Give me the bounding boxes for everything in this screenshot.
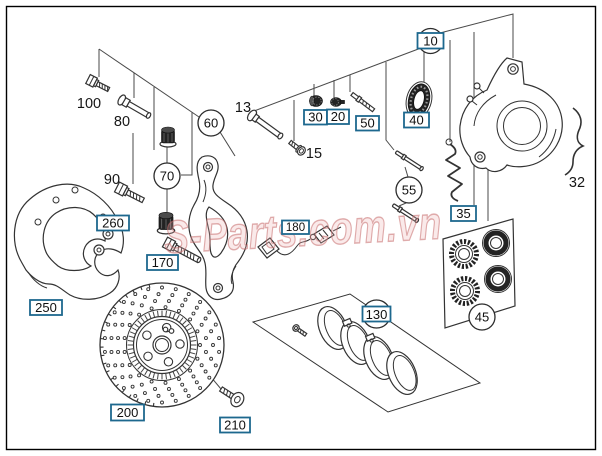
label-13: 13 xyxy=(235,100,251,116)
svg-text:35: 35 xyxy=(456,206,470,221)
seal-kit-45 xyxy=(442,218,516,329)
svg-text:55: 55 xyxy=(402,183,416,198)
svg-text:70: 70 xyxy=(160,169,174,184)
label-70[interactable]: 70 xyxy=(153,162,181,190)
cap-30 xyxy=(309,95,323,107)
wear-sensor-180 xyxy=(257,225,342,259)
label-55[interactable]: 55 xyxy=(395,176,423,204)
label-130[interactable]: 130 xyxy=(361,299,392,329)
label-40[interactable]: 40 xyxy=(403,111,430,129)
label-100: 100 xyxy=(77,96,101,112)
pad-screw xyxy=(292,324,308,338)
label-32: 32 xyxy=(569,175,585,191)
labels-layer: 100 80 90 13 15 32 30 20 50 40 35 260 25… xyxy=(29,27,585,434)
svg-text:20: 20 xyxy=(331,109,345,124)
svg-text:180: 180 xyxy=(286,222,305,234)
bolt-100 xyxy=(84,73,111,93)
pin-55-lower xyxy=(391,203,420,224)
guide-pin-13 xyxy=(246,109,284,140)
label-200[interactable]: 200 xyxy=(110,403,145,422)
seal-ring-40 xyxy=(405,81,433,119)
label-20[interactable]: 20 xyxy=(326,108,350,125)
bolt-170 xyxy=(161,236,202,264)
svg-text:50: 50 xyxy=(360,116,374,131)
splash-shield-250 xyxy=(13,183,124,300)
pin-50 xyxy=(350,91,376,113)
svg-text:170: 170 xyxy=(152,255,174,270)
disc-screw-hole xyxy=(168,328,175,334)
svg-text:210: 210 xyxy=(224,418,246,433)
bushing-70-lower xyxy=(156,211,176,235)
bushing-70-upper xyxy=(159,126,177,148)
label-15: 15 xyxy=(306,146,322,162)
svg-text:260: 260 xyxy=(102,216,124,231)
label-90: 90 xyxy=(104,172,120,188)
label-30[interactable]: 30 xyxy=(303,109,328,126)
caliper-bracket-60 xyxy=(188,155,249,301)
label-260[interactable]: 260 xyxy=(96,214,130,232)
label-10[interactable]: 10 xyxy=(416,27,445,55)
svg-text:30: 30 xyxy=(308,110,322,125)
brake-caliper-housing xyxy=(459,57,563,173)
disc-set-screw-210 xyxy=(218,386,245,408)
label-80: 80 xyxy=(114,114,130,130)
label-170[interactable]: 170 xyxy=(146,254,179,271)
brake-disc-200 xyxy=(99,282,225,408)
label-250[interactable]: 250 xyxy=(29,299,63,316)
label-35[interactable]: 35 xyxy=(450,205,477,222)
cap-20 xyxy=(330,97,345,107)
retaining-spring-35 xyxy=(445,138,463,202)
caliper-brace-32 xyxy=(564,107,585,176)
label-60[interactable]: 60 xyxy=(197,109,225,137)
label-210[interactable]: 210 xyxy=(219,416,251,434)
bolt-90 xyxy=(113,181,146,204)
label-50[interactable]: 50 xyxy=(355,115,380,132)
disc-screw-hole xyxy=(162,326,169,333)
svg-text:45: 45 xyxy=(475,310,489,325)
svg-text:40: 40 xyxy=(409,113,423,128)
pin-55-upper xyxy=(394,150,424,172)
guide-pin-80 xyxy=(117,94,152,119)
svg-text:10: 10 xyxy=(423,34,437,49)
label-45[interactable]: 45 xyxy=(468,303,496,331)
svg-text:250: 250 xyxy=(35,300,57,315)
bolt-15 xyxy=(287,139,306,156)
svg-text:60: 60 xyxy=(204,116,218,131)
brake-pads-kit-130 xyxy=(251,293,482,413)
svg-text:200: 200 xyxy=(117,405,139,420)
label-180[interactable]: 180 xyxy=(281,219,310,235)
svg-text:130: 130 xyxy=(366,307,388,322)
